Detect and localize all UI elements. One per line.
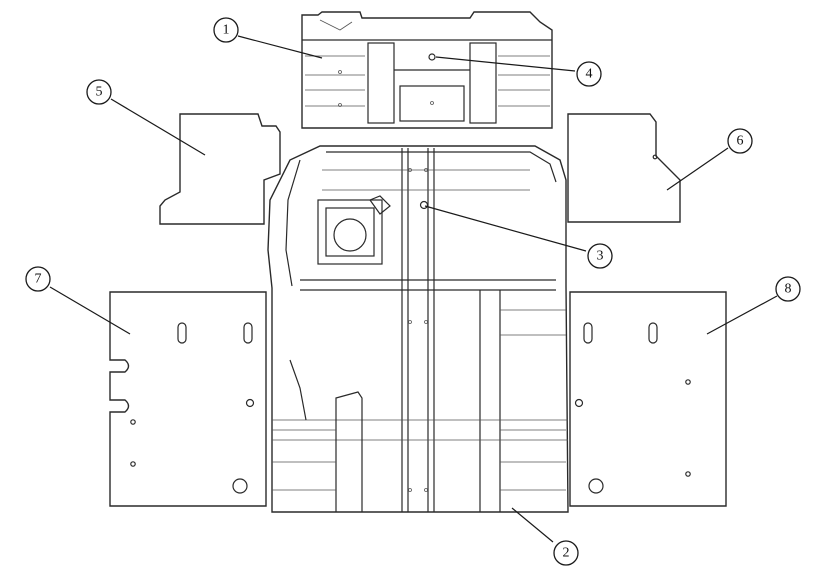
callout-2-label: 2 xyxy=(563,546,570,561)
part-1-rear-panel xyxy=(301,11,553,129)
callout-5-label: 5 xyxy=(96,85,103,100)
callout-6-label: 6 xyxy=(737,134,744,149)
leader-1 xyxy=(237,35,323,59)
leader-5 xyxy=(110,98,206,156)
leader-8 xyxy=(706,295,778,335)
callout-3: 3 xyxy=(587,243,613,269)
callout-7-label: 7 xyxy=(35,272,42,287)
callout-4-label: 4 xyxy=(586,67,593,82)
callout-2: 2 xyxy=(553,540,579,566)
callout-5: 5 xyxy=(86,79,112,105)
callout-4: 4 xyxy=(576,61,602,87)
part-7-left-mat xyxy=(109,291,267,507)
part-8-right-mat xyxy=(569,291,727,507)
part-2-floor-pan xyxy=(267,145,569,513)
leader-6 xyxy=(666,147,729,191)
leader-7 xyxy=(49,286,131,335)
callout-6: 6 xyxy=(727,128,753,154)
callout-7: 7 xyxy=(25,266,51,292)
callout-1-label: 1 xyxy=(223,23,230,38)
callout-3-label: 3 xyxy=(597,249,604,264)
part-6-right-pad xyxy=(567,113,681,223)
leader-3 xyxy=(424,205,587,252)
leader-4 xyxy=(435,56,576,72)
leader-lines xyxy=(49,35,778,543)
callout-8-label: 8 xyxy=(785,282,792,297)
callout-1: 1 xyxy=(213,17,239,43)
part-5-left-pad xyxy=(159,113,281,225)
callout-8: 8 xyxy=(775,276,801,302)
leader-2 xyxy=(511,507,554,543)
